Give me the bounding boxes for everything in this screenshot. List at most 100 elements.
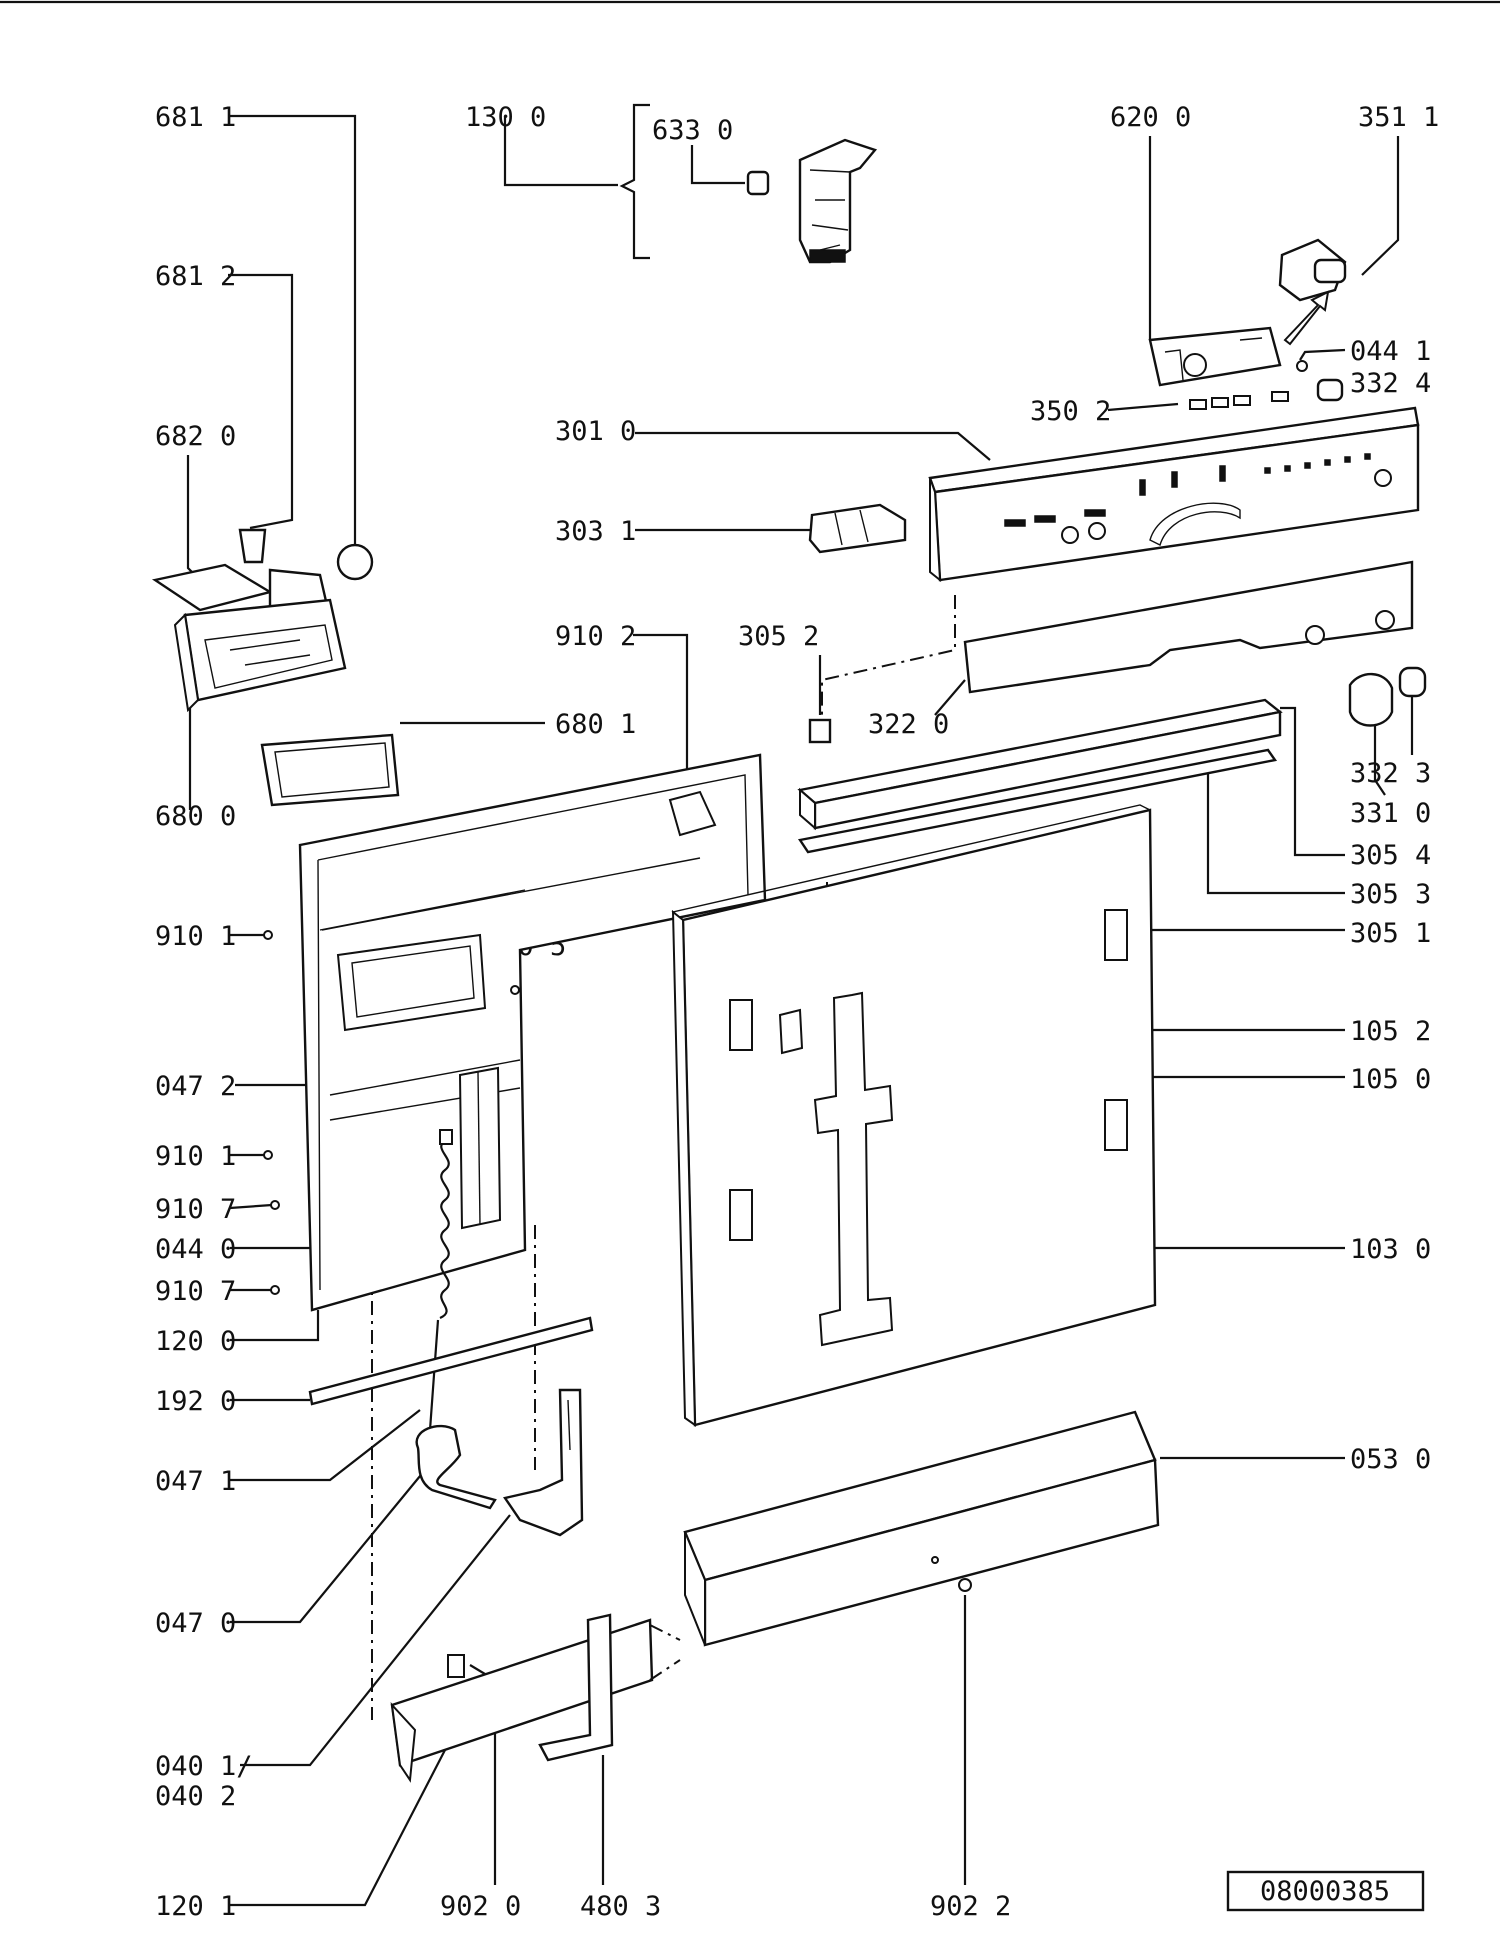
door-top-edge — [671, 804, 1151, 921]
gasket-outer — [260, 733, 400, 807]
callout-044-1: 044 1 — [1350, 336, 1431, 367]
round-cap-681-1 — [336, 543, 374, 581]
callout-044-0: 044 0 — [155, 1234, 236, 1265]
door-front — [681, 808, 1157, 1427]
callout-331-0: 331 0 — [1350, 798, 1431, 829]
bracket-047-0 — [503, 1388, 584, 1537]
profile-bar-305-4 — [797, 698, 1283, 831]
led — [1324, 459, 1331, 466]
leader-910-7-top — [229, 1203, 273, 1210]
button-block-303-1 — [808, 503, 907, 554]
callout-040-2: 040 2 — [155, 1781, 236, 1812]
lower-tab — [390, 1701, 417, 1783]
panel-knob-a — [1061, 526, 1079, 544]
bracket-910-2 — [668, 790, 717, 837]
fascia-322-0 — [963, 560, 1414, 694]
rail-192-0 — [308, 1316, 594, 1406]
callout-105-0: 105 0 — [1350, 1064, 1431, 1095]
lower-bracket-120-1 — [390, 1613, 681, 1783]
callout-301-0: 301 0 — [555, 416, 636, 447]
control-panel-301-0 — [928, 406, 1420, 583]
callout-910-1-bottom: 910 1 — [155, 1141, 236, 1172]
screw-910-7-bottom — [270, 1285, 280, 1295]
btn-b — [1211, 397, 1229, 408]
panel-knob-b — [1088, 522, 1106, 540]
buttons-350-2 — [1189, 391, 1289, 410]
outer-door-103-0 — [671, 804, 1157, 1427]
strip-305-3 — [797, 748, 1278, 854]
led — [1304, 462, 1311, 469]
latch-633-0 — [746, 170, 770, 196]
inner-door-120-0 — [298, 753, 767, 1312]
callout-681-1: 681 1 — [155, 102, 236, 133]
code-frame — [1226, 1870, 1425, 1912]
callout-105-2: 105 2 — [1350, 1016, 1431, 1047]
callout-680-0: 680 0 — [155, 801, 236, 832]
cap-332-3 — [1398, 666, 1427, 698]
leader-047-0 — [230, 1469, 426, 1624]
leader-682-0 — [186, 455, 199, 579]
timer-detail — [1164, 337, 1263, 381]
bracket-brace — [619, 103, 650, 260]
leader-910-2 — [633, 633, 689, 800]
knob-arrow — [1283, 290, 1330, 346]
callout-305-3: 305 3 — [1350, 879, 1431, 910]
callout-047-2: 047 2 — [155, 1071, 236, 1102]
button-block-body — [808, 503, 907, 554]
callout-682-0: 682 0 — [155, 421, 236, 452]
door-window-d — [1104, 1099, 1128, 1151]
led — [1344, 456, 1351, 463]
callout-332-4: 332 4 — [1350, 368, 1431, 399]
callout-303-1: 303 1 — [555, 516, 636, 547]
callout-120-1: 120 1 — [155, 1891, 236, 1922]
hook-047-1 — [415, 1424, 497, 1510]
screw-902-2 — [958, 1578, 972, 1592]
knob-331-0 — [1348, 666, 1427, 727]
screw-910-7-top — [270, 1200, 280, 1210]
spring-hook-047-2 — [439, 1129, 453, 1145]
leader-350-2 — [1107, 402, 1179, 412]
panel-knob-c — [1374, 469, 1392, 487]
door-window-a — [729, 999, 753, 1051]
leader-040 — [240, 1514, 511, 1767]
panel-led-row — [1264, 453, 1371, 474]
spring-coil — [439, 1139, 450, 1320]
led — [1264, 467, 1271, 474]
drawing-code: 08000385 — [1260, 1876, 1390, 1907]
panel-ind-a — [1139, 479, 1146, 496]
leader-044-1 — [1299, 348, 1346, 361]
callout-120-0: 120 0 — [155, 1326, 236, 1357]
timer-dial — [1183, 353, 1207, 377]
inner-dispenser-slot-inner — [351, 945, 475, 1018]
leader-301-0 — [635, 431, 991, 461]
kick-plate-053-0 — [683, 1410, 1160, 1647]
timer-620-0 — [1148, 326, 1282, 387]
hinge-bracket-047 — [415, 1388, 584, 1537]
callout-047-0: 047 0 — [155, 1608, 236, 1639]
fascia-knob-b — [1375, 610, 1395, 630]
dash-control-panel — [821, 595, 956, 730]
screw-910-1-top — [263, 930, 273, 940]
fascia-plate — [963, 560, 1414, 694]
dispenser-body — [183, 598, 347, 702]
callout-305-1: 305 1 — [1350, 918, 1431, 949]
leader-351-1 — [1361, 136, 1400, 276]
callout-103-0: 103 0 — [1350, 1234, 1431, 1265]
leader-322-0 — [934, 679, 966, 716]
callout-910-1-top: 910 1 — [155, 921, 236, 952]
screw-910-5 — [510, 985, 520, 995]
knob-331-body — [1348, 672, 1394, 727]
leader-047-1 — [230, 1409, 421, 1482]
panel-slot-b — [1034, 515, 1056, 523]
leader-120-1 — [230, 1749, 446, 1907]
callout-305-4: 305 4 — [1350, 840, 1431, 871]
leader-130-0 — [503, 116, 618, 187]
led — [1364, 453, 1371, 460]
btn-c — [1233, 395, 1251, 406]
callout-633-0: 633 0 — [652, 115, 733, 146]
inner-channel — [458, 1066, 502, 1230]
leader-120-0 — [230, 1310, 320, 1342]
callout-681-2: 681 2 — [155, 261, 236, 292]
btn-a — [1189, 399, 1207, 410]
knob-plate — [1278, 238, 1347, 302]
